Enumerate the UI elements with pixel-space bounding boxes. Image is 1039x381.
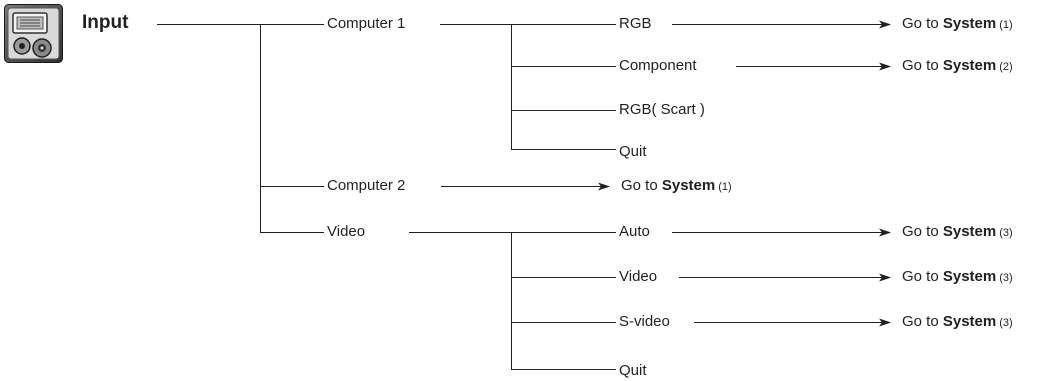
goto-ref: (1) (999, 19, 1013, 31)
goto-component: Go to System(2) (902, 57, 1013, 76)
goto-video: Go to System(3) (902, 268, 1013, 287)
goto-ref: (3) (999, 272, 1013, 284)
menu-title: Input (82, 12, 129, 33)
goto-ref: (1) (718, 181, 732, 193)
node-computer2: Computer 2 (327, 177, 406, 194)
goto-prefix: Go to (902, 268, 939, 285)
goto-ref: (3) (999, 317, 1013, 329)
goto-target: System (942, 57, 997, 74)
node-rgb-scart: RGB( Scart ) (619, 101, 705, 118)
node-video-video: Video (619, 268, 658, 285)
goto-prefix: Go to (902, 15, 939, 32)
goto-target: System (942, 15, 997, 32)
goto-prefix: Go to (621, 177, 658, 194)
node-rgb: RGB (619, 15, 652, 32)
node-video-quit: Quit (619, 362, 647, 379)
node-computer1-quit: Quit (619, 143, 647, 160)
goto-computer2: Go to System(1) (621, 177, 732, 196)
goto-target: System (942, 313, 997, 330)
goto-ref: (3) (999, 227, 1013, 239)
node-component: Component (619, 57, 697, 74)
node-svideo: S-video (619, 313, 670, 330)
goto-svideo: Go to System(3) (902, 313, 1013, 332)
goto-target: System (942, 223, 997, 240)
node-computer1: Computer 1 (327, 15, 406, 32)
goto-prefix: Go to (902, 57, 939, 74)
goto-prefix: Go to (902, 223, 939, 240)
node-video: Video (327, 223, 366, 240)
input-menu-icon (4, 4, 63, 63)
goto-auto: Go to System(3) (902, 223, 1013, 242)
goto-prefix: Go to (902, 313, 939, 330)
goto-ref: (2) (999, 61, 1013, 73)
goto-target: System (661, 177, 716, 194)
goto-target: System (942, 268, 997, 285)
node-auto: Auto (619, 223, 650, 240)
goto-rgb: Go to System(1) (902, 15, 1013, 34)
